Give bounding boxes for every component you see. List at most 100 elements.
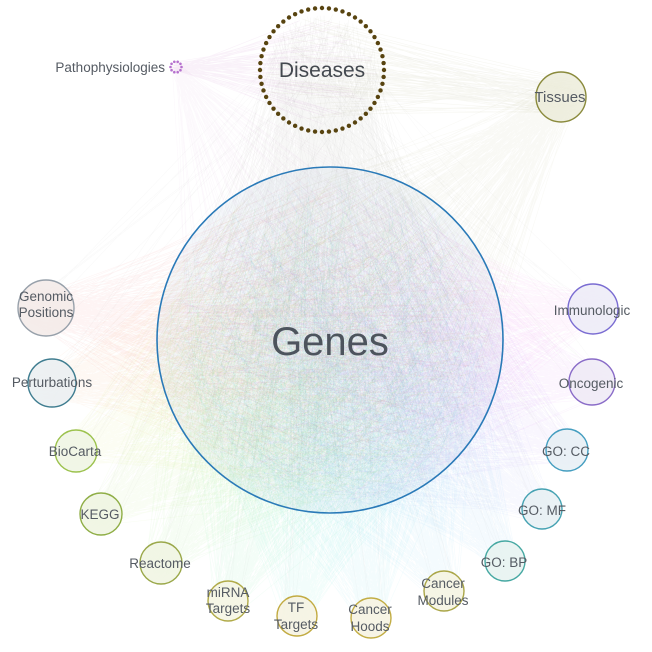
edge-bundle-diseases-sets-cancer-hoods: [281, 29, 387, 627]
diseases-ring-dot: [346, 123, 352, 129]
node-biocarta-label: BioCarta: [49, 444, 102, 459]
diseases-ring-dot: [358, 116, 363, 121]
edge-bundle-perturbations-genes: [32, 182, 490, 493]
diseases-ring-dot: [381, 74, 386, 80]
diseases-ring-dot: [368, 106, 373, 111]
diseases-ring-dot: [326, 129, 332, 134]
diseases-ring-dot: [368, 29, 373, 34]
node-pathophysiologies-glyph[interactable]: [169, 60, 183, 74]
diseases-ring-dot: [372, 34, 377, 40]
edge-bundle-diseases-sets-go-bp: [290, 45, 516, 567]
node-biocarta-circle[interactable]: [54, 429, 98, 473]
diseases-ring-dot: [306, 7, 311, 12]
node-go-bp-circle[interactable]: [484, 540, 526, 582]
diseases-ring-dot: [286, 120, 292, 125]
pathophysiologies-glyph-dot: [169, 65, 172, 69]
diseases-ring-dot: [275, 23, 281, 29]
diseases-ring-dot: [340, 9, 345, 14]
node-go-cc-label: GO: CC: [542, 444, 590, 459]
node-cancer-modules-circle[interactable]: [423, 570, 465, 612]
edge-bundle-diseases-genes: [166, 14, 491, 503]
node-perturbations-circle[interactable]: [27, 358, 77, 408]
diseases-ring-dot: [267, 34, 272, 40]
pathophysiologies-glyph-dot: [180, 65, 183, 69]
node-tf-targets-label: Targets: [274, 617, 319, 632]
edge-bundle-diseases-sets-reactome: [157, 18, 376, 575]
diseases-ring-dot: [271, 29, 276, 34]
diseases-ring-dot: [381, 60, 386, 66]
node-immunologic-label: Immunologic: [554, 303, 631, 318]
node-tissues-circle[interactable]: [535, 71, 587, 123]
node-reactome-circle[interactable]: [139, 541, 183, 585]
edge-bundle-go-cc-genes: [172, 175, 583, 500]
diseases-ring-dot: [333, 128, 338, 133]
edge-bundle-diseases-sets-go-mf: [304, 56, 554, 522]
diseases-ring-dot: [263, 40, 269, 46]
node-immunologic-circle[interactable]: [567, 283, 619, 335]
diseases-ring-dot: [292, 123, 298, 129]
node-go-cc-circle[interactable]: [545, 428, 589, 472]
diseases-ring-dot: [271, 106, 276, 111]
pathophysiologies-glyph-dot: [179, 62, 182, 66]
node-genomic-positions-circle[interactable]: [17, 279, 75, 337]
edge-bundle-diseases-sets-immunologic: [284, 41, 609, 317]
pathophysiologies-glyph-dot: [179, 68, 182, 72]
label-layer: GenesDiseasesPathophysiologiesTissuesGen…: [12, 59, 631, 634]
diseases-ring-dot: [299, 126, 304, 131]
diseases-ring-dot: [312, 129, 318, 134]
edge-bundle-diseases-sets-tf-targets: [282, 39, 356, 628]
node-go-mf-circle[interactable]: [521, 488, 563, 530]
edge-bundle-genomic-positions-genes: [24, 175, 490, 497]
diseases-ring-dot: [378, 47, 383, 52]
node-genes-circle[interactable]: [156, 166, 504, 514]
edge-bundle-diseases-sets-genomic-positions: [25, 32, 345, 325]
diseases-ring-dot: [333, 7, 338, 12]
edge-bundle-go-bp-genes: [168, 180, 521, 578]
node-diseases-ring[interactable]: [257, 5, 387, 135]
diseases-ring-dot: [375, 40, 381, 46]
node-cancer-modules-label: Modules: [417, 593, 468, 608]
diseases-ring-dot: [352, 120, 358, 125]
diseases-ring-dot: [375, 94, 381, 100]
diseases-ring-dot: [261, 47, 266, 52]
edge-bundle-mirna-targets-genes: [165, 179, 491, 616]
edge-bundle-pathophysiologies-genes: [170, 61, 493, 481]
node-pathophysiologies-label: Pathophysiologies: [55, 60, 165, 75]
diseases-ring-dot: [281, 19, 286, 24]
node-cancer-hoods-circle[interactable]: [350, 597, 392, 639]
edge-bundle-diseases-sets-kegg: [90, 37, 365, 522]
diseases-ring-dot: [259, 54, 264, 59]
node-mirna-targets-circle[interactable]: [207, 580, 249, 622]
edge-bundle-oncogenic-genes: [171, 175, 611, 502]
node-kegg-circle[interactable]: [79, 492, 123, 536]
edge-bundle-reactome-genes: [144, 175, 491, 580]
diseases-ring-dot: [267, 100, 272, 106]
pathophysiologies-glyph-dot: [176, 70, 179, 74]
diseases-ring-dot: [292, 11, 298, 17]
diseases-ring-dot: [258, 74, 263, 80]
diseases-ring-dot: [358, 19, 363, 24]
diseases-ring-dot: [263, 94, 269, 100]
diseases-ring-dot: [326, 6, 332, 11]
node-mirna-targets-label: miRNA: [207, 585, 250, 600]
edge-bundle-diseases-sets-tissues: [301, 36, 579, 114]
node-tf-targets-label: TF: [288, 600, 305, 615]
edge-bundle-diseases-sets-go-cc: [293, 21, 578, 464]
node-oncogenic-circle[interactable]: [568, 358, 616, 406]
diseases-ring-dot: [346, 11, 352, 17]
edge-bundle-immunologic-genes: [166, 186, 613, 499]
diseases-ring-dot: [319, 129, 325, 135]
diseases-ring-dot: [380, 81, 385, 86]
edge-bundle-diseases-sets-biocarta: [68, 59, 377, 453]
genes-node-fill: [157, 167, 503, 513]
node-tissues-label: Tissues: [534, 89, 585, 106]
diseases-ring-dot: [363, 23, 369, 29]
node-go-bp-label: GO: BP: [481, 555, 528, 570]
node-perturbations-label: Perturbations: [12, 375, 93, 390]
edge-layer: [24, 14, 613, 634]
edge-bundle-tf-targets-genes: [168, 176, 490, 632]
diseases-ring-dot: [261, 88, 266, 93]
edge-bundle-tissues-diseases: [265, 18, 581, 119]
node-tf-targets-circle[interactable]: [276, 595, 318, 637]
